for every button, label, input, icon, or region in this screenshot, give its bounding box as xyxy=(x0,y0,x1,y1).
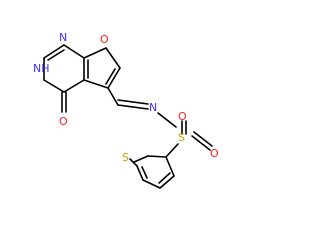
bond xyxy=(165,143,179,158)
bond xyxy=(147,155,167,158)
bond xyxy=(63,44,85,59)
bond xyxy=(43,44,65,59)
atom-label-sulfonyl-oxygen-right: O xyxy=(210,147,219,160)
bond xyxy=(159,175,175,189)
atom-label-carbonyl-oxygen: O xyxy=(59,115,68,128)
bond xyxy=(158,172,171,184)
atom-label-imine-nitrogen: N xyxy=(149,101,157,114)
molecule-structure: N NH O O N S O O S xyxy=(33,31,219,189)
bond xyxy=(142,179,161,189)
bond xyxy=(107,67,121,89)
atom-label-nh: NH xyxy=(33,62,50,75)
bond xyxy=(191,135,211,151)
bond xyxy=(63,79,85,93)
bond xyxy=(157,112,177,128)
bond xyxy=(105,68,116,85)
molecule-canvas: N NH O O N S O O S xyxy=(33,31,219,189)
bond xyxy=(107,87,119,106)
bond xyxy=(105,47,121,69)
bond xyxy=(47,49,65,61)
bond xyxy=(83,47,107,59)
bond xyxy=(133,155,149,163)
bond xyxy=(165,156,175,177)
atom-label-thiophene-sulfur: S xyxy=(122,151,129,164)
bond xyxy=(193,131,213,147)
atom-label-sulfonyl-sulfur: S xyxy=(178,131,185,144)
bond xyxy=(43,79,65,93)
bond xyxy=(117,104,149,110)
bond xyxy=(141,166,148,179)
atom-label-n1: N xyxy=(59,31,67,44)
atom-label-sulfonyl-oxygen-top: O xyxy=(178,110,187,123)
atom-label-furan-oxygen: O xyxy=(100,33,109,46)
bond xyxy=(117,99,149,105)
bond xyxy=(83,79,109,89)
bond xyxy=(136,165,144,181)
